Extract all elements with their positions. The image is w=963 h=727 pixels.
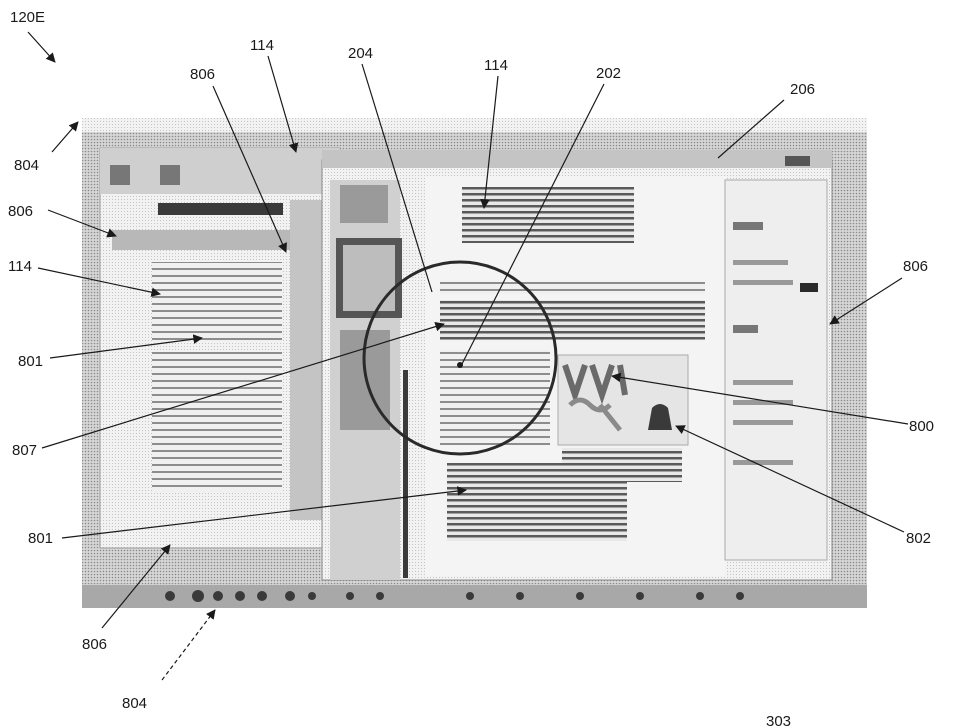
front-window-titlebar (322, 150, 832, 168)
color-swatch (800, 283, 818, 292)
label-204: 204 (348, 45, 373, 62)
label-800: 800 (909, 418, 934, 435)
leader-204 (361, 63, 433, 293)
leader-807 (41, 321, 445, 449)
label-801-left: 801 (18, 353, 43, 370)
inspector-panel (724, 179, 828, 561)
menu-bar (82, 118, 867, 132)
leader-806-top (212, 85, 287, 253)
leader-806-right (829, 277, 903, 325)
magnifier-center-point (457, 362, 463, 368)
label-114-mid: 114 (484, 57, 508, 74)
leader-806-b (101, 544, 171, 629)
page-text-block-mid (440, 300, 705, 340)
label-802: 802 (906, 530, 931, 547)
leader-202 (461, 83, 605, 365)
page-text-line (440, 282, 705, 294)
label-806-b: 806 (82, 636, 107, 653)
callout-labels: 120E 804 806 114 801 807 801 806 804 806… (8, 9, 934, 727)
image-caption-text (562, 448, 682, 482)
label-806-top: 806 (190, 66, 215, 83)
desktop-screenshot (82, 118, 867, 608)
divider-line (403, 370, 408, 578)
page-number: 303 (766, 713, 791, 727)
dock-bar (82, 585, 867, 608)
label-202: 202 (596, 65, 621, 82)
leader-800 (611, 372, 909, 425)
magnifier-circle (362, 260, 558, 456)
thumbnail-1 (340, 185, 388, 223)
leader-802 (675, 425, 905, 533)
leader-806-a (47, 209, 117, 238)
leader-801-left (49, 334, 203, 359)
leader-120E (27, 31, 56, 63)
label-804-bottom: 804 (122, 695, 147, 712)
leader-114-top (267, 55, 299, 153)
leader-801-bottom (61, 486, 467, 539)
leader-114-mid (480, 75, 499, 209)
bell-icon (648, 404, 672, 430)
leader-114-left (37, 267, 161, 297)
back-window-toolbar (100, 148, 340, 194)
label-807: 807 (12, 442, 37, 459)
leader-804-bottom (161, 609, 216, 681)
label-114-left: 114 (8, 258, 32, 275)
label-804-top: 804 (14, 157, 39, 174)
label-806-a: 806 (8, 203, 33, 220)
label-801-bottom: 801 (28, 530, 53, 547)
label-114-top: 114 (250, 37, 274, 54)
figure-label: 120E (10, 9, 45, 26)
leader-lines (27, 31, 909, 681)
back-window-text-1 (152, 262, 282, 342)
back-window-text-2 (152, 352, 282, 492)
back-window (99, 147, 342, 549)
front-window (321, 150, 833, 581)
page-text-block-top (462, 187, 634, 243)
leader-804-top (51, 121, 79, 153)
back-window-dark-bar (158, 203, 283, 215)
embedded-image (557, 354, 689, 446)
label-206: 206 (790, 81, 815, 98)
dock-icons (165, 590, 744, 602)
leader-206 (717, 99, 785, 159)
page-text-block-left (440, 350, 550, 445)
label-806-right: 806 (903, 258, 928, 275)
